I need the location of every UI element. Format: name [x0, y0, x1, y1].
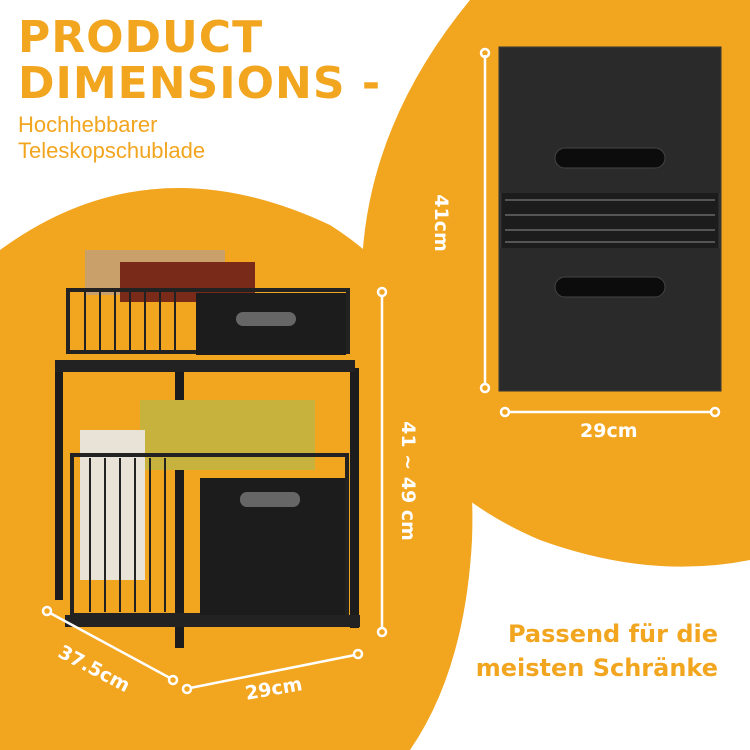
- subtitle-line-1: Hochhebbarer: [18, 112, 158, 137]
- subtitle-line-2: Teleskopschublade: [18, 138, 206, 163]
- tagline-line-2: meisten Schränke: [475, 654, 718, 682]
- title-line-1: PRODUCT: [18, 12, 264, 63]
- top-view-width-label: 29cm: [580, 420, 638, 442]
- top-view-drawer-image: [498, 46, 722, 392]
- tagline-line-1: Passend für die: [507, 620, 718, 648]
- product-photo: [55, 250, 360, 648]
- top-view-length-label: 41cm: [429, 194, 452, 252]
- height-range-label: 41 ~ 49 cm: [396, 421, 419, 541]
- tagline: Passend für die meisten Schränke: [476, 617, 718, 685]
- dimension-lines: [41, 47, 721, 695]
- title-line-2: DIMENSIONS -: [18, 58, 382, 109]
